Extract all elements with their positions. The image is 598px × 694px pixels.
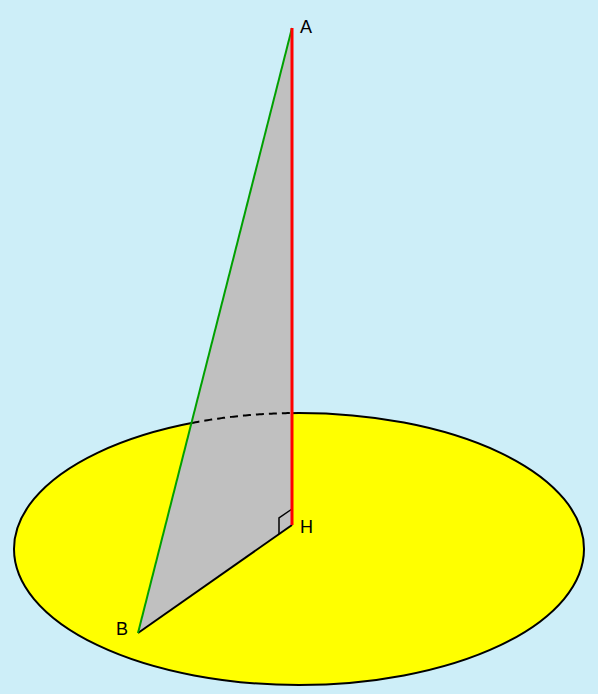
right-angle-mark bbox=[279, 509, 292, 534]
point-label: B bbox=[116, 620, 128, 638]
hidden-edge bbox=[192, 413, 293, 423]
plane-ellipse bbox=[14, 413, 584, 685]
point-label: H bbox=[300, 518, 313, 536]
point-label: A bbox=[300, 18, 312, 36]
segment-ah bbox=[291, 28, 294, 525]
triangle-face bbox=[138, 28, 292, 633]
segment-ab bbox=[138, 28, 292, 633]
